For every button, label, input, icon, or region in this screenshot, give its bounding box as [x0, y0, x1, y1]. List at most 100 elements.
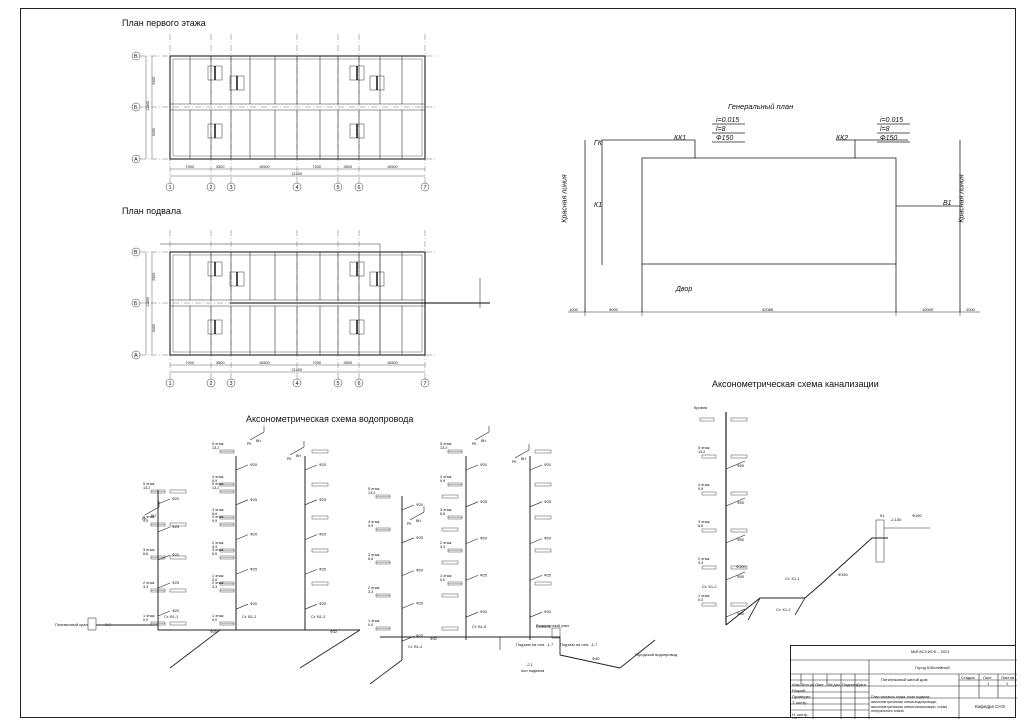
water-riser-1-branch: [157, 554, 171, 561]
stamp-role-2: Проверил: [792, 694, 811, 699]
stamp-col-2: Кол.уч: [802, 682, 814, 687]
water-riser-4-branch: [401, 504, 415, 511]
plan-axis-bubble: [131, 247, 141, 257]
water-riser-1-diam: Ф25: [172, 525, 179, 529]
plan-dim-text: 12800: [146, 101, 150, 111]
water-riser-4-branch: [401, 570, 415, 576]
plan-axis-bubble: [420, 182, 430, 192]
water-riser-5-branch: [465, 501, 479, 508]
sewer-well-box: [875, 519, 885, 563]
plan-dim-text: 7000: [186, 165, 194, 169]
water-fixture-label: ВН: [296, 454, 301, 458]
water-fixture-label: РК: [142, 517, 147, 521]
wst-c-elev: 13,2: [212, 486, 219, 490]
plan-dim-text: 3500: [344, 361, 352, 365]
gp-dim-4: 10000: [922, 307, 934, 312]
water-fixture-label: РК: [287, 457, 292, 461]
sewer-slab: [701, 602, 717, 607]
wst-d-slab: [441, 626, 459, 631]
stamp-col-1: Изм.: [792, 682, 801, 687]
wst-c-elev: 3,3: [212, 585, 217, 589]
plan-axis-bubble: [333, 182, 343, 192]
sewer-riser-3: Ст. К1-2: [776, 607, 791, 612]
wst-b-elev: 9,9: [212, 479, 217, 483]
title-block-grid: [791, 659, 1017, 719]
gp-dim-2: 9000: [609, 307, 618, 312]
sewer-well: К1: [880, 513, 885, 518]
sewer-riser-1: Ст. К1-1: [785, 576, 800, 581]
sewer-slab: [701, 454, 717, 459]
water-riser-4-diam: Ф20: [416, 503, 423, 507]
plan-axis-label: 5: [337, 381, 340, 387]
plan-axis-bubble: [226, 182, 236, 192]
plan-axis-bubble: [420, 378, 430, 388]
sewer-elev: 3,3: [698, 561, 703, 565]
wst-e-elev: 9,9: [440, 479, 445, 483]
sewer-elev: 9,9: [698, 487, 703, 491]
gp-dim-3: 42085: [762, 307, 774, 312]
water-riser-4-label: Ст. В1-4: [408, 645, 422, 649]
water-tap-note: Поливочный кран: [55, 622, 88, 627]
wst-e-elev: 3,3: [440, 545, 445, 549]
sewer-diam: Ф150: [912, 513, 922, 518]
water-riser-6-diam: Ф20: [544, 610, 551, 614]
wst-e-slab: [534, 581, 552, 586]
sewer-branch-diam: Ф50: [737, 501, 744, 505]
sewer-cleanout: [794, 597, 806, 616]
water-fixture-label: ВН: [151, 514, 156, 518]
wst-b-floor-label: 1 этаж: [212, 574, 224, 578]
water-riser-2-diam: Ф20: [250, 463, 257, 467]
plan-axis-label: 7: [424, 185, 427, 191]
water-riser-1-diam: Ф25: [172, 581, 179, 585]
plan-dim-text: 6400: [152, 324, 156, 332]
wst-d-slab: [441, 494, 459, 499]
plan-dim-text: 10500: [259, 165, 270, 169]
water-riser-6-diam: Ф20: [544, 537, 551, 541]
water-main-axo: [169, 629, 221, 669]
plan-axis-label: 2: [210, 185, 213, 191]
stamp-desc: Пятиэтажный жилой дом: [881, 677, 928, 682]
water-fixture-label: РК: [407, 522, 412, 526]
wst-d-floor-label: 3 этаж: [368, 553, 380, 557]
title-basement: План подвала: [122, 206, 182, 216]
water-riser-5-label: Ст. В1-5: [472, 625, 486, 629]
plan-dim-text: 10500: [387, 361, 398, 365]
stamp-col-3: Лист: [815, 682, 824, 687]
wst-a-elev: 0,0: [143, 618, 148, 622]
plan-axis-bubble: [206, 182, 216, 192]
wst-c-elev: 9,9: [212, 519, 217, 523]
title-first-floor: План первого этажа: [122, 18, 206, 28]
water-riser-3-diam: Ф20: [319, 602, 326, 606]
plan-axis-label: 4: [296, 381, 299, 387]
water-main-axo: [299, 629, 361, 669]
water-main-diam: Ф25: [210, 630, 217, 634]
sewer-branch-diam: Ф50: [737, 612, 744, 616]
gp-slope-left: i=0.015: [716, 117, 740, 124]
water-fixture-label: ВН: [416, 519, 421, 523]
sewer-floor-label: 1 этаж: [698, 594, 710, 598]
stamp-role-5: Н. контр.: [792, 712, 809, 717]
sewer-branch: [725, 534, 746, 544]
plan-axis-label: 1: [169, 381, 172, 387]
stamp-col-4: № док.: [828, 682, 841, 687]
water-fixture-branch: [474, 431, 490, 441]
plan-axis-bubble: [165, 182, 175, 192]
wst-a-floor-label: 4 этаж: [143, 515, 155, 519]
water-fixture-label: ВН: [256, 439, 261, 443]
water-pipes: [87, 426, 656, 685]
plan-axis-bubble: [333, 378, 343, 388]
water-fixture-label: ВН: [521, 457, 526, 461]
water-floor-elev: пол подвала: [521, 668, 545, 673]
wst-c-floor-label: 3 этаж: [212, 548, 224, 552]
water-meter-note: Водомерный узел: [536, 623, 570, 628]
plan-axis-bubble: [131, 154, 141, 164]
water-riser-5-diam: Ф20: [480, 537, 487, 541]
plan-dim-text: 3500: [216, 361, 224, 365]
wst-a-slab: [169, 522, 187, 527]
stamp-col-5: Подпись: [842, 682, 858, 687]
water-riser-6-branch: [529, 611, 543, 618]
water-fixture-branch: [144, 506, 160, 516]
sewer-elev-out: -2,150: [890, 517, 902, 522]
